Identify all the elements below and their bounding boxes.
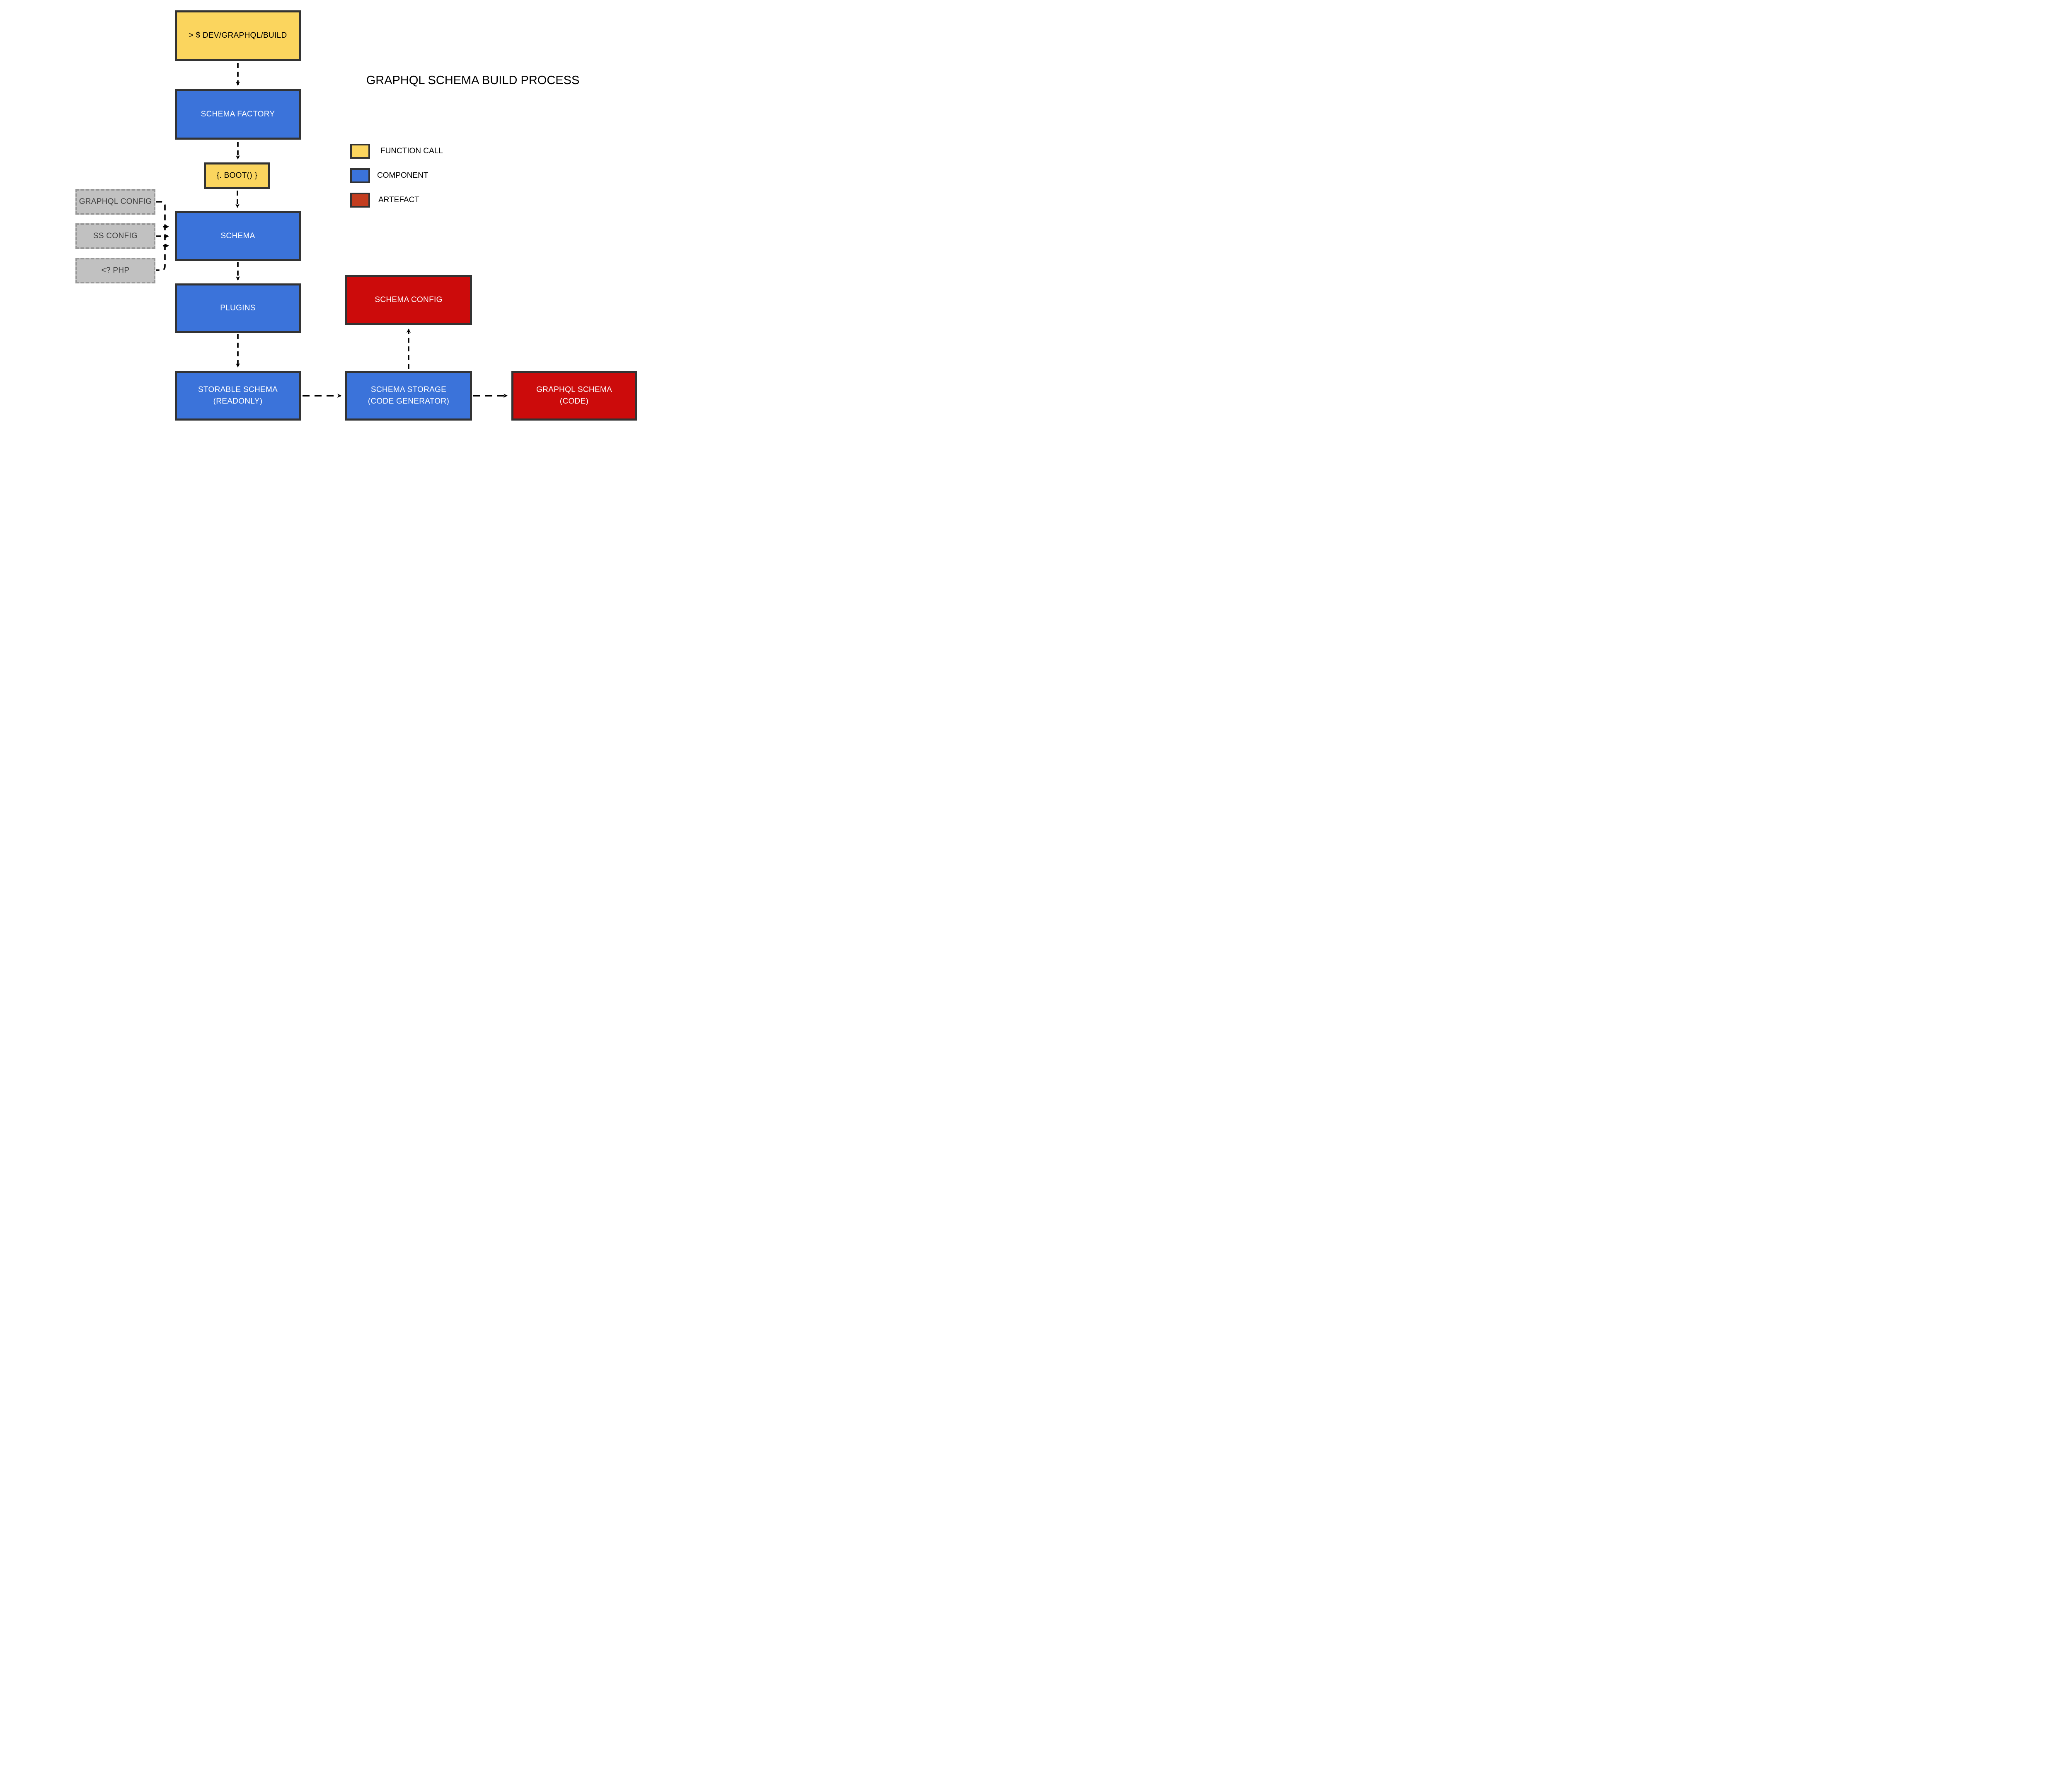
legend-label-component: COMPONENT bbox=[377, 171, 428, 180]
node-label: <? PHP bbox=[101, 266, 130, 275]
legend-label-artefact: ARTEFACT bbox=[378, 196, 419, 204]
legend-swatch-component bbox=[350, 168, 370, 183]
node-label: {. BOOT() } bbox=[216, 171, 258, 180]
node-graphql-schema-code: GRAPHQL SCHEMA (CODE) bbox=[511, 371, 637, 421]
diagram-title: GRAPHQL SCHEMA BUILD PROCESS bbox=[366, 74, 580, 87]
legend-swatch-artefact bbox=[350, 193, 370, 208]
node-schema-storage: SCHEMA STORAGE (CODE GENERATOR) bbox=[345, 371, 472, 421]
node-sublabel: (CODE) bbox=[559, 397, 589, 406]
node-dev-graphql-build: > $ DEV/GRAPHQL/BUILD bbox=[175, 10, 301, 61]
node-graphql-config: GRAPHQL CONFIG bbox=[75, 189, 155, 215]
node-label: > $ DEV/GRAPHQL/BUILD bbox=[189, 31, 287, 40]
node-ss-config: SS CONFIG bbox=[75, 223, 155, 249]
node-label: SCHEMA CONFIG bbox=[375, 295, 443, 304]
node-schema-config: SCHEMA CONFIG bbox=[345, 275, 472, 325]
diagram-canvas: GRAPHQL SCHEMA BUILD PROCESS > $ DEV/GRA… bbox=[0, 0, 640, 427]
node-storable-schema: STORABLE SCHEMA (READONLY) bbox=[175, 371, 301, 421]
node-label: SCHEMA bbox=[220, 231, 255, 240]
node-sublabel: (CODE GENERATOR) bbox=[368, 397, 450, 406]
connectors-layer bbox=[156, 63, 508, 398]
node-label: GRAPHQL CONFIG bbox=[79, 197, 152, 206]
legend-label-function-call: FUNCTION CALL bbox=[380, 147, 443, 155]
node-label: SS CONFIG bbox=[93, 232, 138, 241]
node-plugins: PLUGINS bbox=[175, 283, 301, 333]
node-sublabel: (READONLY) bbox=[213, 397, 263, 406]
node-label: GRAPHQL SCHEMA bbox=[536, 385, 612, 394]
node-label: SCHEMA STORAGE bbox=[370, 385, 447, 394]
node-schema-factory: SCHEMA FACTORY bbox=[175, 89, 301, 140]
legend-swatch-function-call bbox=[350, 144, 370, 159]
node-boot: {. BOOT() } bbox=[204, 162, 270, 189]
node-label: PLUGINS bbox=[220, 304, 256, 313]
node-schema: SCHEMA bbox=[175, 211, 301, 261]
node-label: SCHEMA FACTORY bbox=[201, 110, 275, 119]
node-php: <? PHP bbox=[75, 258, 155, 283]
node-label: STORABLE SCHEMA bbox=[198, 385, 278, 394]
